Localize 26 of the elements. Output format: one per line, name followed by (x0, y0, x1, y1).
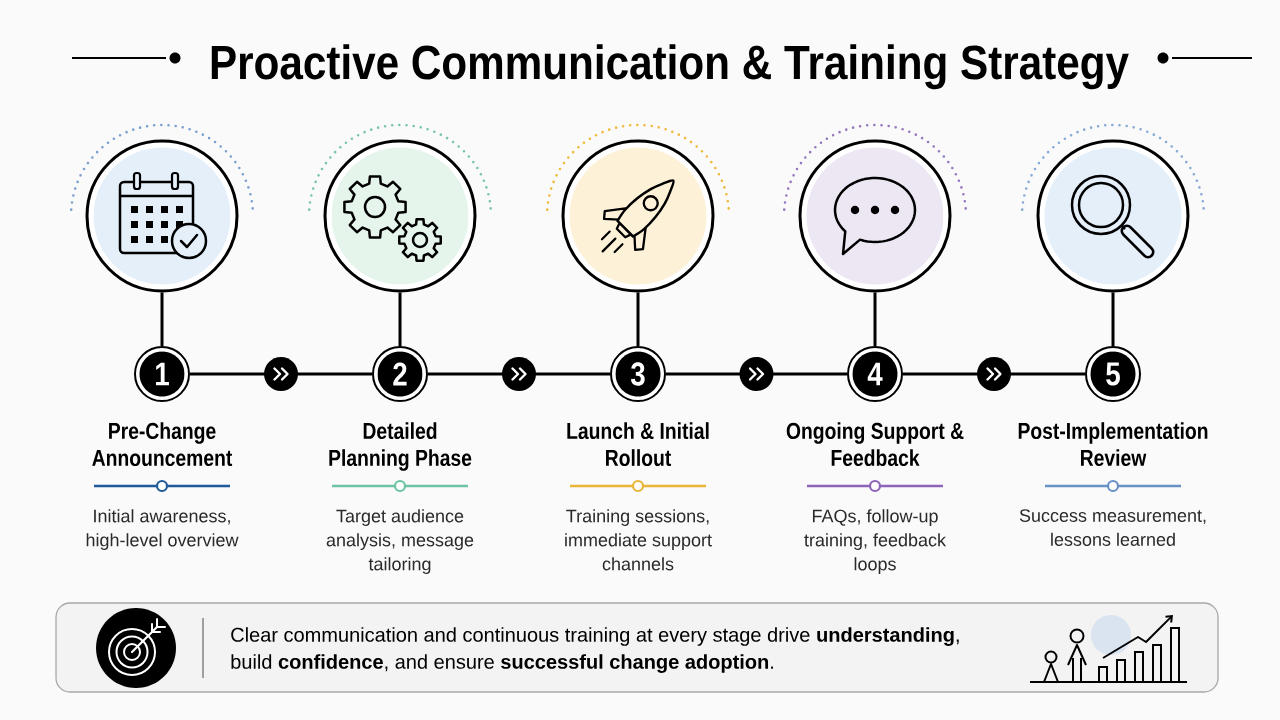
step-description: Success measurement, lessons learned (1019, 509, 1206, 546)
connector-line (636, 292, 640, 346)
step-description: FAQs, follow-up training, feedback loops (804, 509, 947, 574)
step-title: Launch & Initial Rollout (567, 422, 709, 467)
step-title: Detailed Planning Phase (329, 422, 472, 471)
number-badge: 2 (372, 346, 428, 402)
chevron-arrow (903, 357, 1085, 391)
step-description: Target audience analysis, message tailoring (326, 509, 474, 574)
number-badge: 3 (610, 346, 666, 402)
step-description: Initial awareness, high-level overview (86, 509, 239, 550)
step-title: Post-Implementation Review (1018, 422, 1208, 467)
chevron-arrow (190, 357, 372, 391)
step-title: Ongoing Support & Feedback (786, 422, 964, 467)
chevron-arrow (666, 357, 847, 391)
step-description: Training sessions, immediate support channels (565, 509, 712, 571)
chevron-arrow (428, 357, 610, 391)
connector-line (1111, 292, 1115, 346)
step-title: Pre-Change Announcement (92, 422, 233, 467)
connector-line (160, 292, 164, 346)
number-badge: 4 (847, 346, 903, 402)
number-badge: 5 (1085, 346, 1141, 402)
title: Proactive Communication & Training Strategy (211, 44, 1129, 90)
connector-line (873, 292, 877, 346)
connector-line (398, 292, 402, 346)
callout-banner: Clear communication and continuous training at every stage drive understanding, build confidence, and ensure successful change adoption. (55, 602, 1219, 693)
number-badge: 1 (134, 346, 190, 402)
